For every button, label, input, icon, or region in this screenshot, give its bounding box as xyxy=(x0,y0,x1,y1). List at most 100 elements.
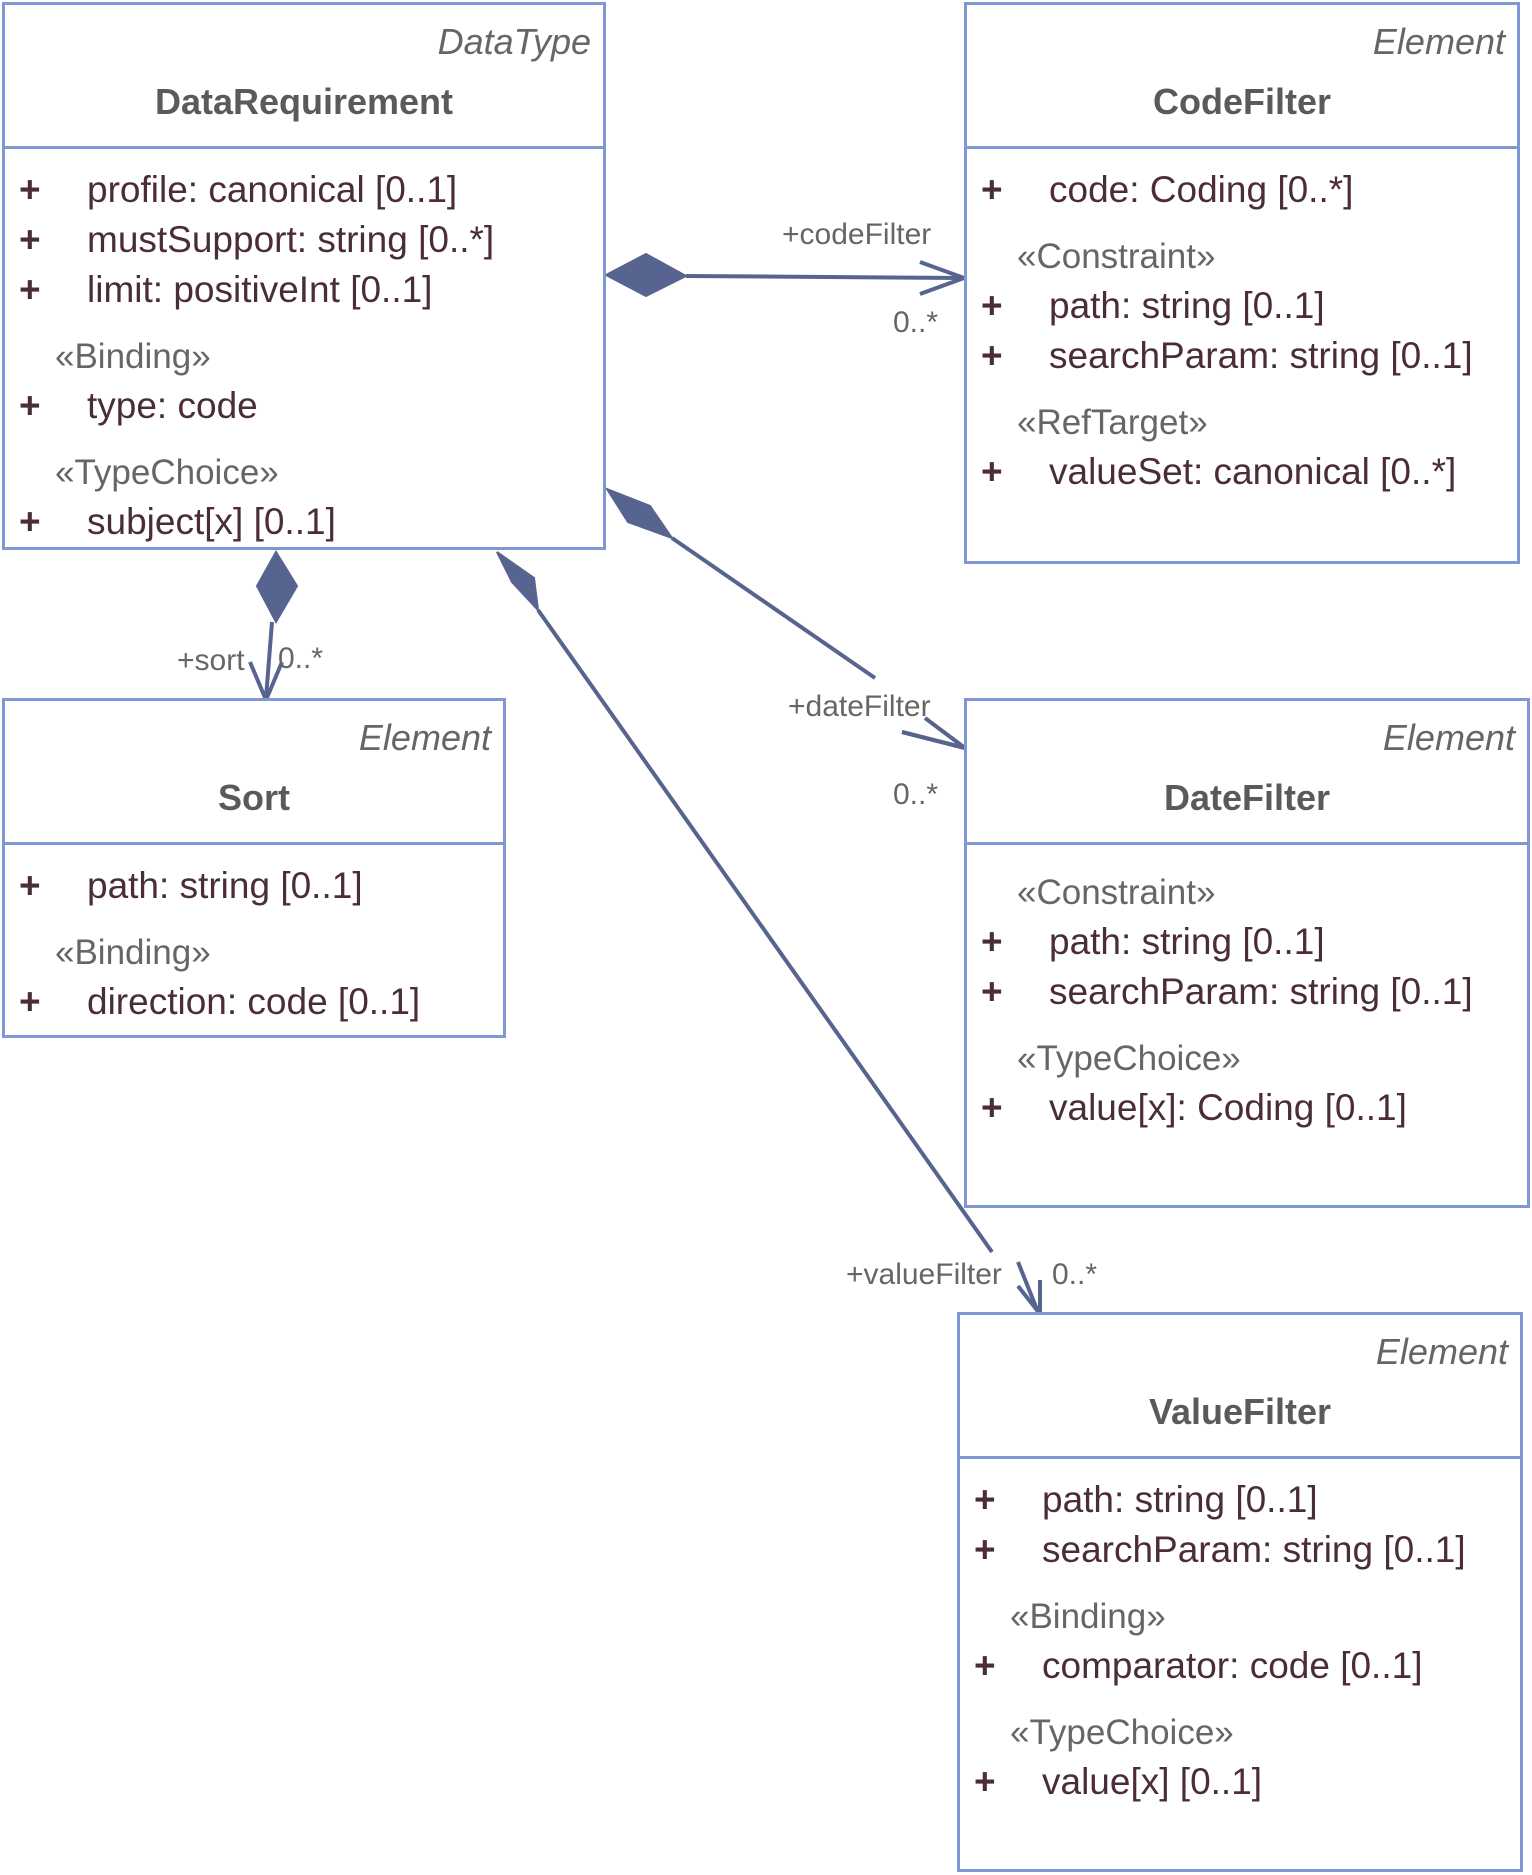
stereotype-group-label: «Constraint» xyxy=(1017,873,1216,912)
attribute-row: + type: code xyxy=(5,381,603,431)
attribute-row: + path: string [0..1] xyxy=(960,1475,1520,1525)
association-line-date-filter xyxy=(670,536,877,680)
class-sort[interactable]: Element Sort + path: string [0..1] «Bindi… xyxy=(2,698,506,1038)
attribute-text: valueSet: canonical [0..*] xyxy=(1049,451,1457,492)
visibility-marker: + xyxy=(19,219,41,260)
attribute-text: searchParam: string [0..1] xyxy=(1049,971,1473,1012)
attribute-row: + subject[x] [0..1] xyxy=(5,497,603,547)
attribute-row: + searchParam: string [0..1] xyxy=(967,331,1517,381)
attribute-row: + path: string [0..1] xyxy=(5,861,503,911)
class-value-filter[interactable]: Element ValueFilter + path: string [0..1]… xyxy=(957,1312,1523,1872)
visibility-marker: + xyxy=(974,1479,996,1520)
class-date-filter[interactable]: Element DateFilter «Constraint» +path: s… xyxy=(964,698,1530,1208)
class-header: Element ValueFilter xyxy=(960,1315,1520,1459)
class-attributes: «Constraint» +path: string [0..1] + searc… xyxy=(967,845,1527,1133)
composition-diamond-date-filter xyxy=(604,486,675,541)
role-label-sort: +sort xyxy=(177,644,245,677)
class-name: DateFilter xyxy=(1163,777,1331,818)
association-line-value-filter-tail xyxy=(1016,1261,1040,1313)
class-data-requirement[interactable]: DataType DataRequirement + profile: canon… xyxy=(2,2,606,550)
stereotype-group-label: «TypeChoice» xyxy=(1010,1713,1234,1752)
attribute-text: path: string [0..1] xyxy=(1042,1479,1318,1520)
class-name: DataRequirement xyxy=(154,81,454,122)
attribute-text: path: string [0..1] xyxy=(87,865,363,906)
attribute-row: + path: string [0..1] xyxy=(967,281,1517,331)
class-attributes: + code: Coding [0..*] «Constraint» + path:… xyxy=(967,149,1517,497)
attribute-text: type: code xyxy=(87,385,258,426)
attribute-text: comparator: code [0..1] xyxy=(1042,1645,1423,1686)
visibility-marker: + xyxy=(19,501,41,542)
attribute-text: limit: positiveInt [0..1] xyxy=(87,269,433,310)
multiplicity-label-sort: 0..* xyxy=(278,642,324,675)
attribute-row: + profile: canonical [0..1] xyxy=(5,165,603,215)
visibility-marker: + xyxy=(981,451,1003,492)
class-attributes: + profile: canonical [0..1] + mustSupport:… xyxy=(5,149,603,547)
stereotype-group-label: «Binding» xyxy=(55,337,211,376)
attribute-row: + searchParam: string [0..1] xyxy=(960,1525,1520,1575)
association-line-code-filter xyxy=(685,274,963,280)
composition-diamond-value-filter xyxy=(496,551,540,613)
class-header: Element DateFilter xyxy=(967,701,1527,845)
visibility-marker: + xyxy=(981,169,1003,210)
class-stereotype: Element xyxy=(358,717,491,758)
attribute-text: value[x] [0..1] xyxy=(1042,1761,1263,1802)
class-header: Element Sort xyxy=(5,701,503,845)
visibility-marker: + xyxy=(974,1529,996,1570)
visibility-marker: + xyxy=(981,971,1003,1012)
class-stereotype: DataType xyxy=(437,21,591,62)
role-label-date-filter: +dateFilter xyxy=(788,690,931,723)
attribute-row: + code: Coding [0..*] xyxy=(967,165,1517,215)
attribute-row: + comparator: code [0..1] xyxy=(960,1641,1520,1691)
class-stereotype: Element xyxy=(1372,21,1505,62)
class-stereotype: Element xyxy=(1382,717,1515,758)
stereotype-group-label: «TypeChoice» xyxy=(1017,1039,1241,1078)
attribute-text: path: string [0..1] xyxy=(1049,285,1325,326)
class-code-filter[interactable]: Element CodeFilter + code: Coding [0..*] … xyxy=(964,2,1520,564)
attribute-text: mustSupport: string [0..*] xyxy=(87,219,495,260)
visibility-marker: + xyxy=(19,865,41,906)
class-header: DataType DataRequirement xyxy=(5,5,603,149)
visibility-marker: + xyxy=(981,335,1003,376)
attribute-row: +path: string [0..1] xyxy=(967,917,1527,967)
attribute-text: code: Coding [0..*] xyxy=(1049,169,1354,210)
class-header: Element CodeFilter xyxy=(967,5,1517,149)
attribute-text: subject[x] [0..1] xyxy=(87,501,336,542)
attribute-row: + valueSet: canonical [0..*] xyxy=(967,447,1517,497)
attribute-row: + value[x] [0..1] xyxy=(960,1757,1520,1807)
attribute-text: searchParam: string [0..1] xyxy=(1049,335,1473,376)
visibility-marker: + xyxy=(981,285,1003,326)
attribute-text: direction: code [0..1] xyxy=(87,981,421,1022)
multiplicity-label-value-filter: 0..* xyxy=(1052,1258,1098,1291)
attribute-row: + direction: code [0..1] xyxy=(5,977,503,1027)
composition-diamond-code-filter xyxy=(603,252,689,298)
class-name: Sort xyxy=(218,777,290,818)
attribute-text: value[x]: Coding [0..1] xyxy=(1049,1087,1407,1128)
visibility-marker: + xyxy=(981,1087,1003,1128)
visibility-marker: + xyxy=(19,385,41,426)
class-name: CodeFilter xyxy=(1152,81,1331,122)
attribute-text: searchParam: string [0..1] xyxy=(1042,1529,1466,1570)
association-line-date-filter-tail xyxy=(901,730,966,750)
role-label-value-filter: +valueFilter xyxy=(846,1258,1002,1291)
stereotype-group-label: «Binding» xyxy=(1010,1597,1166,1636)
visibility-marker: + xyxy=(974,1645,996,1686)
visibility-marker: + xyxy=(19,981,41,1022)
class-stereotype: Element xyxy=(1375,1331,1508,1372)
multiplicity-label-code-filter: 0..* xyxy=(893,306,939,339)
role-label-code-filter: +codeFilter xyxy=(782,218,932,251)
composition-diamond-sort xyxy=(255,550,299,625)
stereotype-group-label: «RefTarget» xyxy=(1017,403,1208,442)
visibility-marker: + xyxy=(974,1761,996,1802)
visibility-marker: + xyxy=(981,921,1003,962)
stereotype-group-label: «Binding» xyxy=(55,933,211,972)
multiplicity-label-date-filter: 0..* xyxy=(893,778,939,811)
class-name: ValueFilter xyxy=(1148,1391,1332,1432)
attribute-text: profile: canonical [0..1] xyxy=(87,169,458,210)
class-attributes: + path: string [0..1] + searchParam: strin… xyxy=(960,1459,1520,1807)
attribute-row: + mustSupport: string [0..*] xyxy=(5,215,603,265)
attribute-row: + value[x]: Coding [0..1] xyxy=(967,1083,1527,1133)
stereotype-group-label: «Constraint» xyxy=(1017,237,1216,276)
association-line-sort xyxy=(264,621,274,699)
visibility-marker: + xyxy=(19,169,41,210)
